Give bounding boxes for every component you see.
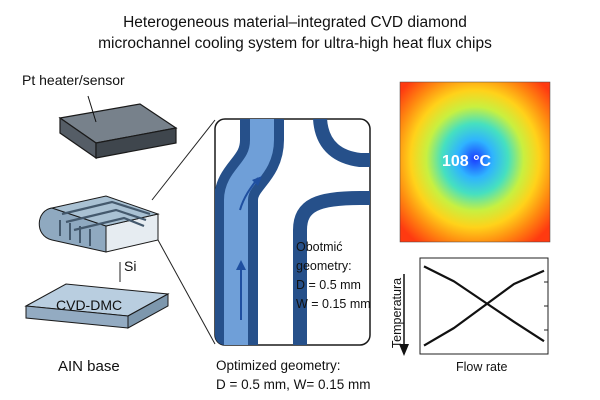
aln-base-label: AIN base	[58, 358, 120, 375]
flow-arrow-upper-head	[252, 176, 262, 186]
pt-heater-label: Pt heater/sensor	[22, 72, 125, 88]
flow-arrow-lower-head	[236, 260, 246, 270]
microchannel-inset	[214, 118, 371, 346]
series-line-increasing	[423, 269, 545, 347]
title-line-1: Heterogeneous material–integrated CVD di…	[123, 14, 467, 31]
series-line-decreasing	[423, 265, 545, 343]
optimized-geometry-caption: Optimized geometry: D = 0.5 mm, W= 0.15 …	[216, 356, 371, 394]
dmc-microchannel-block	[38, 195, 160, 253]
si-label: Si	[124, 258, 137, 274]
cvd-dmc-base-plate	[24, 283, 170, 329]
inset-geometry-label: Obotmić geometry: D = 0.5 mm W = 0.15 mm	[296, 238, 371, 314]
cvd-dmc-label: CVD-DMC	[56, 297, 123, 313]
inset-line-3: D = 0.5 mm	[296, 278, 361, 292]
inset-line-2: geometry:	[296, 259, 352, 273]
heatmap-temperature-label: 108 °C	[442, 153, 492, 170]
optimized-line-2: D = 0.5 mm, W= 0.15 mm	[216, 377, 371, 392]
temperature-flow-chart	[399, 257, 549, 356]
chart-xlabel: Flow rate	[456, 360, 508, 374]
temperature-axis-arrow-head	[399, 344, 409, 356]
figure-title: Heterogeneous material–integrated CVD di…	[60, 12, 530, 54]
inset-line-1: Obotmić	[296, 240, 343, 254]
temperature-heatmap	[399, 81, 551, 243]
zoom-line-bottom	[157, 239, 216, 345]
optimized-line-1: Optimized geometry:	[216, 358, 341, 373]
pt-heater-block	[58, 95, 178, 160]
title-line-2: microchannel cooling system for ultra-hi…	[98, 35, 492, 52]
chart-series-group	[423, 265, 545, 347]
inset-line-4: W = 0.15 mm	[296, 297, 371, 311]
chart-ylabel: Temperatura	[390, 277, 404, 349]
zoom-line-top	[151, 119, 216, 201]
